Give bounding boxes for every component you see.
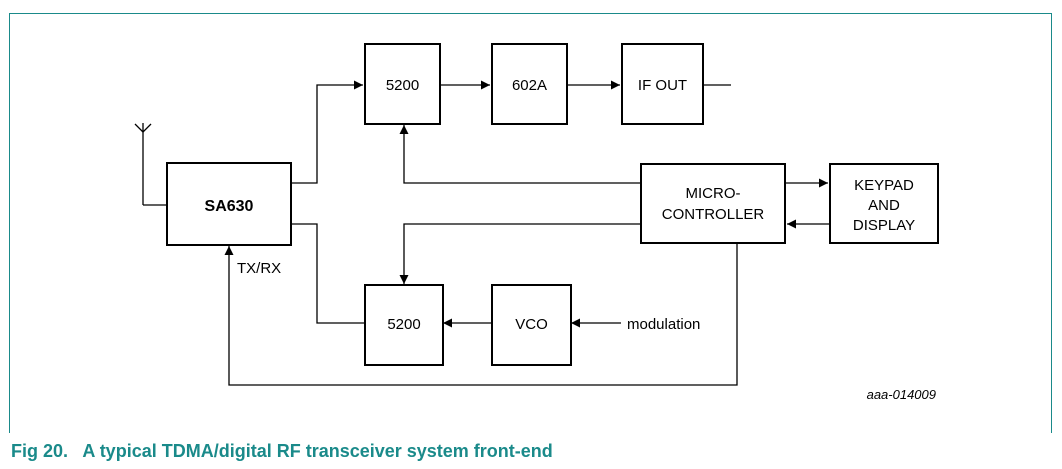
sa630-label: SA630 [205, 198, 254, 215]
microcontroller-label-line1: MICRO- [686, 185, 741, 202]
wire-micro-to-lower-5200 [399, 223, 641, 284]
block-sa630: SA630 [166, 162, 292, 246]
figure-caption: Fig 20. A typical TDMA/digital RF transc… [11, 441, 553, 462]
keypad-label-line3: DISPLAY [853, 217, 915, 234]
keypad-label-line1: KEYPAD [854, 177, 914, 194]
figure-title: A typical TDMA/digital RF transceiver sy… [82, 441, 553, 461]
upper-5200-label: 5200 [386, 77, 419, 94]
modulation-label: modulation [627, 316, 700, 333]
microcontroller-label-line2: CONTROLLER [662, 206, 765, 223]
keypad-label-line2: AND [868, 197, 900, 214]
figure-code: aaa-014009 [867, 387, 936, 402]
wire-micro-to-upper-5200 [399, 125, 641, 184]
txrx-label: TX/RX [237, 260, 281, 277]
block-602a: 602A [491, 43, 568, 125]
block-upper-5200: 5200 [364, 43, 441, 125]
vco-label: VCO [515, 316, 548, 333]
block-lower-5200: 5200 [364, 284, 444, 366]
figure-number: Fig 20. [11, 441, 69, 461]
lower-5200-label: 5200 [387, 316, 420, 333]
block-vco: VCO [491, 284, 572, 366]
wire-lower-5200-to-sa630 [291, 223, 365, 324]
block-keypad-display: KEYPAD AND DISPLAY [829, 163, 939, 244]
figure-frame [9, 13, 1052, 433]
antenna-icon [134, 123, 167, 206]
wire-txrx-feedback [224, 244, 738, 386]
block-microcontroller: MICRO- CONTROLLER [640, 163, 786, 244]
wire-sa630-to-upper-5200 [291, 80, 363, 184]
602a-label: 602A [512, 77, 547, 94]
block-if-out: IF OUT [621, 43, 704, 125]
connection-wires [224, 80, 830, 386]
if-out-label: IF OUT [638, 77, 687, 94]
